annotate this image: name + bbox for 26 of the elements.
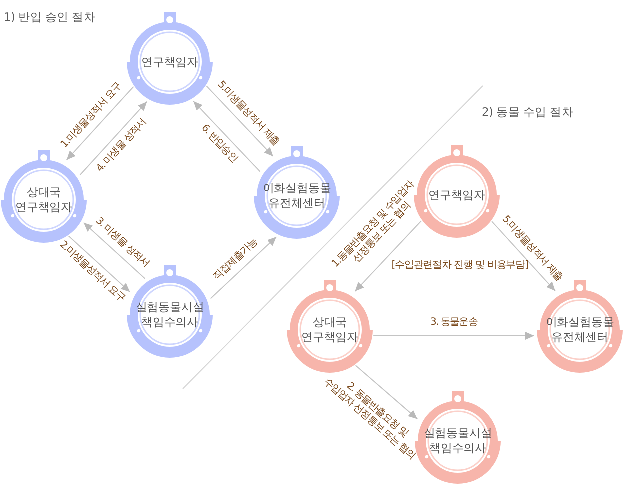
arrow bbox=[355, 365, 418, 420]
arrow bbox=[210, 236, 278, 300]
arrow bbox=[80, 101, 148, 176]
arrow bbox=[83, 222, 146, 280]
arrow bbox=[193, 100, 261, 172]
role-circle bbox=[413, 145, 501, 238]
role-label: 실험동물시설 책임수의사 bbox=[422, 426, 494, 456]
role-label: 상대국 연구책임자 bbox=[300, 315, 360, 345]
role-label: 연구책임자 bbox=[140, 54, 200, 70]
arrow bbox=[68, 236, 131, 293]
role-label: 이화실험동물 유전체센터 bbox=[544, 315, 616, 345]
arrow bbox=[66, 86, 134, 161]
role-label: 이화실험동물 유전체센터 bbox=[262, 181, 332, 211]
section-title: 2) 동물 수입 절차 bbox=[482, 105, 574, 120]
role-label: 실험동물시설 책임수의사 bbox=[134, 300, 206, 330]
role-circle bbox=[126, 12, 214, 105]
role-circle bbox=[536, 280, 624, 373]
section-title: 1) 반입 승인 절차 bbox=[4, 10, 96, 25]
role-label: 상대국 연구책임자 bbox=[14, 185, 74, 215]
arrow bbox=[492, 221, 556, 292]
arrow bbox=[206, 86, 274, 158]
role-circle bbox=[286, 280, 374, 373]
arrow bbox=[354, 220, 422, 292]
role-label: 연구책임자 bbox=[427, 188, 486, 202]
arrow bbox=[373, 332, 535, 340]
edge-label: 3. 동물운송 bbox=[430, 317, 478, 329]
